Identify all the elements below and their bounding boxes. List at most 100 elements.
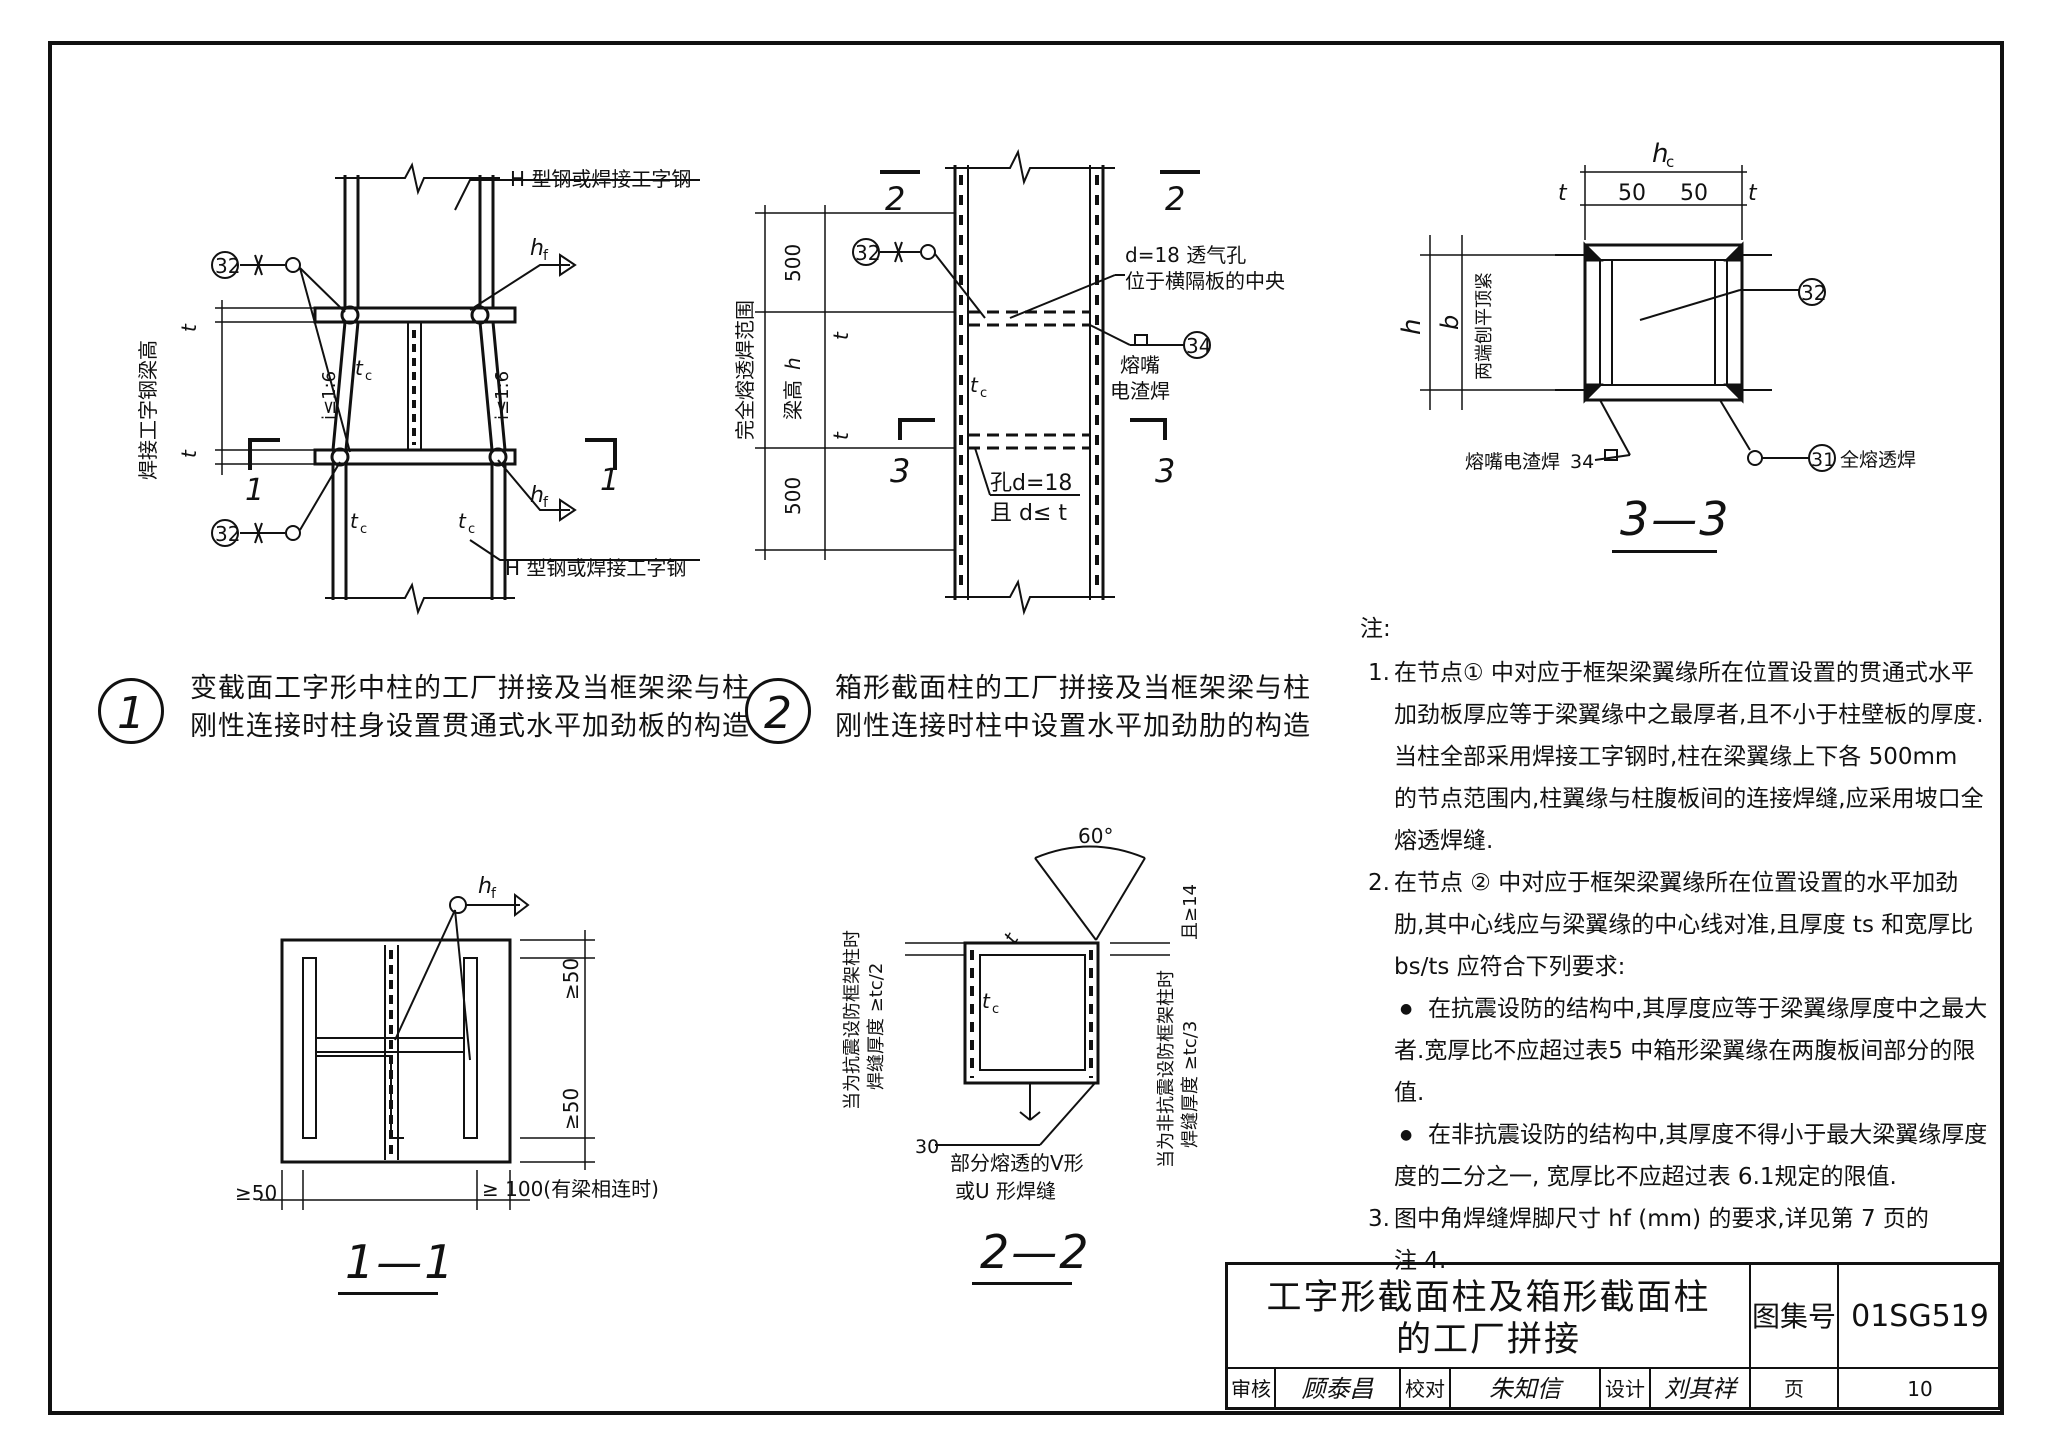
s33-tc-l: t bbox=[1558, 181, 1568, 206]
section-3-3-drawing bbox=[1420, 165, 1836, 472]
s22-weld-30-l2: 或U 形焊缝 bbox=[955, 1179, 1056, 1203]
d1-tc-mid: t bbox=[355, 356, 364, 380]
section-2-2-title: 2—2 bbox=[980, 1225, 1091, 1279]
d1-tc-left-sub: c bbox=[360, 522, 367, 537]
note-3: 3. 图中角焊缝焊脚尺寸 hf (mm) 的要求,详见第 7 页的 注 4. bbox=[1360, 1198, 1990, 1282]
note-1-line: 在节点① 中对应于框架梁翼缘所在位置设置的贯通式水平 bbox=[1394, 660, 1974, 686]
d2-weld-34: 34 bbox=[1186, 334, 1211, 358]
d2-esw-l1: 熔嘴 bbox=[1120, 353, 1160, 377]
title-line-1: 工字形截面柱及箱形截面柱 bbox=[1266, 1278, 1711, 1318]
s11-ge50-l: ≥50 bbox=[235, 1181, 277, 1205]
s33-weld-34-label: 熔嘴电渣焊 bbox=[1465, 451, 1560, 473]
section-1-1-underline bbox=[338, 1292, 438, 1295]
note-2-number: 2. bbox=[1368, 870, 1390, 896]
s33-50b: 50 bbox=[1680, 181, 1708, 206]
s22-tc-top: t bbox=[999, 928, 1024, 948]
s22-right-note-l2: 焊缝厚度 ≥tc/3 bbox=[1180, 1021, 1201, 1148]
design-label: 设计 bbox=[1601, 1369, 1651, 1410]
d1-hf-top: h bbox=[530, 236, 544, 261]
d2-hole-l2: 且 d≤ t bbox=[990, 501, 1067, 526]
s33-weld-32: 32 bbox=[1801, 281, 1826, 305]
notes: 注: 1. 在节点① 中对应于框架梁翼缘所在位置设置的贯通式水平 加劲板厚应等于… bbox=[1360, 608, 1990, 1282]
d1-top-label: H 型钢或焊接工字钢 bbox=[510, 167, 691, 191]
s11-ge50-rt: ≥50 bbox=[559, 958, 583, 1000]
s33-side-label: 两端刨平顶紧 bbox=[1474, 272, 1495, 380]
d2-weld-32: 32 bbox=[855, 241, 880, 265]
note-1-line: 的节点范围内,柱翼缘与柱腹板间的连接焊缝,应采用坡口全 bbox=[1394, 786, 1984, 812]
caption-2-line-2: 刚性连接时柱中设置水平加劲肋的构造 bbox=[835, 711, 1311, 742]
caption-2-line-1: 箱形截面柱的工厂拼接及当框架梁与柱 bbox=[835, 673, 1311, 704]
d2-esw-l2: 电渣焊 bbox=[1110, 379, 1170, 403]
atlas-number: 01SG519 bbox=[1839, 1265, 2001, 1369]
s33-hc: h bbox=[1652, 139, 1668, 169]
d2-cut-top-r: 2 bbox=[1165, 180, 1185, 218]
design-name: 刘其祥 bbox=[1651, 1369, 1751, 1410]
d1-tc-mid-sub: c bbox=[365, 369, 372, 384]
review-name: 顾泰昌 bbox=[1276, 1369, 1401, 1410]
d2-hb: h bbox=[781, 357, 805, 370]
note-2-bullet-1-line: 在抗震设防的结构中,其厚度应等于梁翼缘厚度中之最大 bbox=[1428, 996, 1988, 1022]
signature-row: 审核 顾泰昌 校对 朱知信 设计 刘其祥 页 10 bbox=[1228, 1369, 2001, 1410]
detail-2-drawing bbox=[755, 148, 1211, 616]
section-3-3-underline bbox=[1612, 550, 1717, 553]
note-1-number: 1. bbox=[1368, 660, 1390, 686]
title-block-title: 工字形截面柱及箱形截面柱 的工厂拼接 bbox=[1228, 1265, 1751, 1369]
d1-tc-right: t bbox=[458, 509, 467, 533]
s22-weld-30-l1: 部分熔透的V形 bbox=[950, 1151, 1084, 1175]
d2-cut-top-l: 2 bbox=[885, 180, 905, 218]
s22-right-note-l3: 且≥14 bbox=[1180, 884, 1201, 940]
d1-hf-bot: h bbox=[530, 483, 544, 508]
section-1-1-title: 1—1 bbox=[345, 1235, 456, 1289]
d1-weld-ref-top: 32 bbox=[215, 254, 240, 278]
sheet-border bbox=[48, 41, 2004, 1415]
d2-tc: t bbox=[970, 373, 979, 397]
caption-1-line-1: 变截面工字形中柱的工厂拼接及当框架梁与柱 bbox=[190, 673, 750, 704]
d2-vent-l2: 位于横隔板的中央 bbox=[1125, 269, 1285, 293]
caption-1: 变截面工字形中柱的工厂拼接及当框架梁与柱 刚性连接时柱身设置贯通式水平加劲板的构… bbox=[190, 670, 750, 746]
s22-tc-left-sub: c bbox=[992, 1002, 999, 1017]
note-2-bullet-1: 在抗震设防的结构中,其厚度应等于梁翼缘厚度中之最大 bbox=[1394, 988, 1990, 1030]
caption-2-number: 2 bbox=[745, 678, 811, 744]
caption-2: 箱形截面柱的工厂拼接及当框架梁与柱 刚性连接时柱中设置水平加劲肋的构造 bbox=[835, 670, 1311, 746]
s33-tc-r: t bbox=[1748, 181, 1758, 206]
d1-cut-right: 1 bbox=[600, 463, 619, 498]
page-label: 页 bbox=[1751, 1369, 1839, 1410]
s33-weld-31-label: 全熔透焊 bbox=[1840, 449, 1916, 471]
s33-hc-sub: c bbox=[1666, 153, 1674, 171]
section-3-3-title: 3—3 bbox=[1620, 492, 1731, 546]
d1-slope-left: i≤1:6 bbox=[319, 371, 340, 420]
d1-cut-left: 1 bbox=[245, 473, 264, 508]
notes-heading: 注: bbox=[1360, 616, 1391, 642]
s22-tc-left: t bbox=[982, 989, 991, 1013]
d1-ts-top: t bbox=[177, 323, 201, 332]
d2-cut-bot-l: 3 bbox=[890, 452, 910, 490]
s22-left-note-l2: 焊缝厚度 ≥tc/2 bbox=[866, 963, 887, 1090]
check-name: 朱知信 bbox=[1451, 1369, 1601, 1410]
review-label: 审核 bbox=[1228, 1369, 1276, 1410]
atlas-label: 图集号 bbox=[1751, 1265, 1839, 1369]
note-1-line: 加劲板厚应等于梁翼缘中之最厚者,且不小于柱壁板的厚度. bbox=[1394, 702, 1984, 728]
s22-right-note-l1: 当为非抗震设防框架柱时 bbox=[1156, 970, 1177, 1168]
s11-hf-sub: f bbox=[491, 886, 497, 902]
note-2-line: 在节点 ② 中对应于框架梁翼缘所在位置设置的水平加劲 bbox=[1394, 870, 1959, 896]
title-line-2: 的工厂拼接 bbox=[1395, 1320, 1581, 1360]
d2-cut-bot-r: 3 bbox=[1155, 452, 1175, 490]
section-2-2-underline bbox=[972, 1282, 1072, 1285]
d2-dim-500-top: 500 bbox=[781, 244, 805, 282]
d2-range-label: 完全熔透焊范围 bbox=[733, 300, 757, 440]
d2-ts-bot: t bbox=[829, 431, 853, 440]
s33-weld-34: 34 bbox=[1570, 451, 1594, 473]
d1-beam-height-label: 焊接工字钢梁高 bbox=[136, 340, 160, 480]
section-1-1-drawing bbox=[260, 892, 595, 1210]
s22-weld-30: 30 bbox=[915, 1136, 939, 1158]
d1-tc-right-sub: c bbox=[468, 522, 475, 537]
note-1-line: 熔透焊缝. bbox=[1394, 828, 1494, 854]
note-1: 1. 在节点① 中对应于框架梁翼缘所在位置设置的贯通式水平 加劲板厚应等于梁翼缘… bbox=[1360, 652, 1990, 862]
d1-slope-right: i≤1:6 bbox=[492, 371, 513, 420]
note-3-line: 注 4. bbox=[1394, 1248, 1447, 1274]
d2-hole-l1: 孔d=18 bbox=[990, 471, 1072, 496]
s33-bs: b bbox=[1436, 315, 1464, 330]
d1-hf-bot-sub: f bbox=[543, 495, 549, 511]
s33-50a: 50 bbox=[1618, 181, 1646, 206]
